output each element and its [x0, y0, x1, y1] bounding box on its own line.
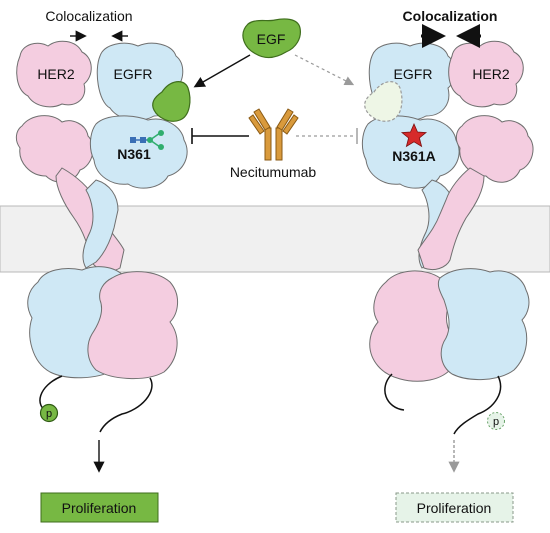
right-egfr-kinase	[437, 268, 530, 381]
left-colocalization-label: Colocalization	[45, 8, 132, 24]
right-her2-tail	[384, 373, 405, 411]
right-egfr-domain-lower	[361, 115, 460, 189]
left-phospho-label: p	[46, 408, 52, 420]
right-phospho-label: p	[493, 416, 499, 428]
right-egfr-tail	[453, 375, 502, 435]
left-her2-domain-lower	[15, 115, 94, 183]
egf-label: EGF	[257, 31, 286, 47]
right-colocalization-label: Colocalization	[403, 8, 498, 24]
left-residue-label: N361	[117, 146, 151, 162]
left-egfr-stalk	[82, 179, 119, 269]
egf-to-right-arrow	[294, 54, 355, 86]
right-her2-extracellular	[448, 40, 524, 108]
left-egfr-label: EGFR	[114, 66, 153, 82]
right-phosphate-icon	[487, 412, 505, 430]
right-proliferation-box	[395, 492, 514, 523]
necitumumab-antibody-icon	[248, 108, 299, 161]
right-her2-label: HER2	[472, 66, 510, 82]
left-proliferation-label: Proliferation	[62, 500, 137, 516]
mutation-star-icon	[400, 123, 428, 148]
left-her2-kinase	[87, 271, 178, 380]
left-her2-tail	[99, 377, 153, 433]
right-her2-domain-lower	[455, 115, 534, 183]
right-egfr-label: EGFR	[394, 66, 433, 82]
egf-to-left-arrow	[193, 54, 251, 88]
right-unbound-egf-icon	[364, 81, 403, 122]
necitumumab-label: Necitumumab	[230, 164, 317, 180]
left-her2-label: HER2	[37, 66, 75, 82]
right-proliferation-label: Proliferation	[417, 500, 492, 516]
glycan-icon	[130, 130, 164, 150]
right-residue-label: N361A	[392, 148, 436, 164]
right-receptor-complex	[361, 40, 534, 435]
left-bound-egf-icon	[152, 81, 191, 122]
left-her2-extracellular	[16, 40, 92, 108]
right-her2-stalk	[417, 167, 485, 271]
egf-ligand-icon	[242, 18, 301, 59]
phosphate-icon	[39, 403, 59, 423]
left-proliferation-box	[40, 492, 159, 523]
